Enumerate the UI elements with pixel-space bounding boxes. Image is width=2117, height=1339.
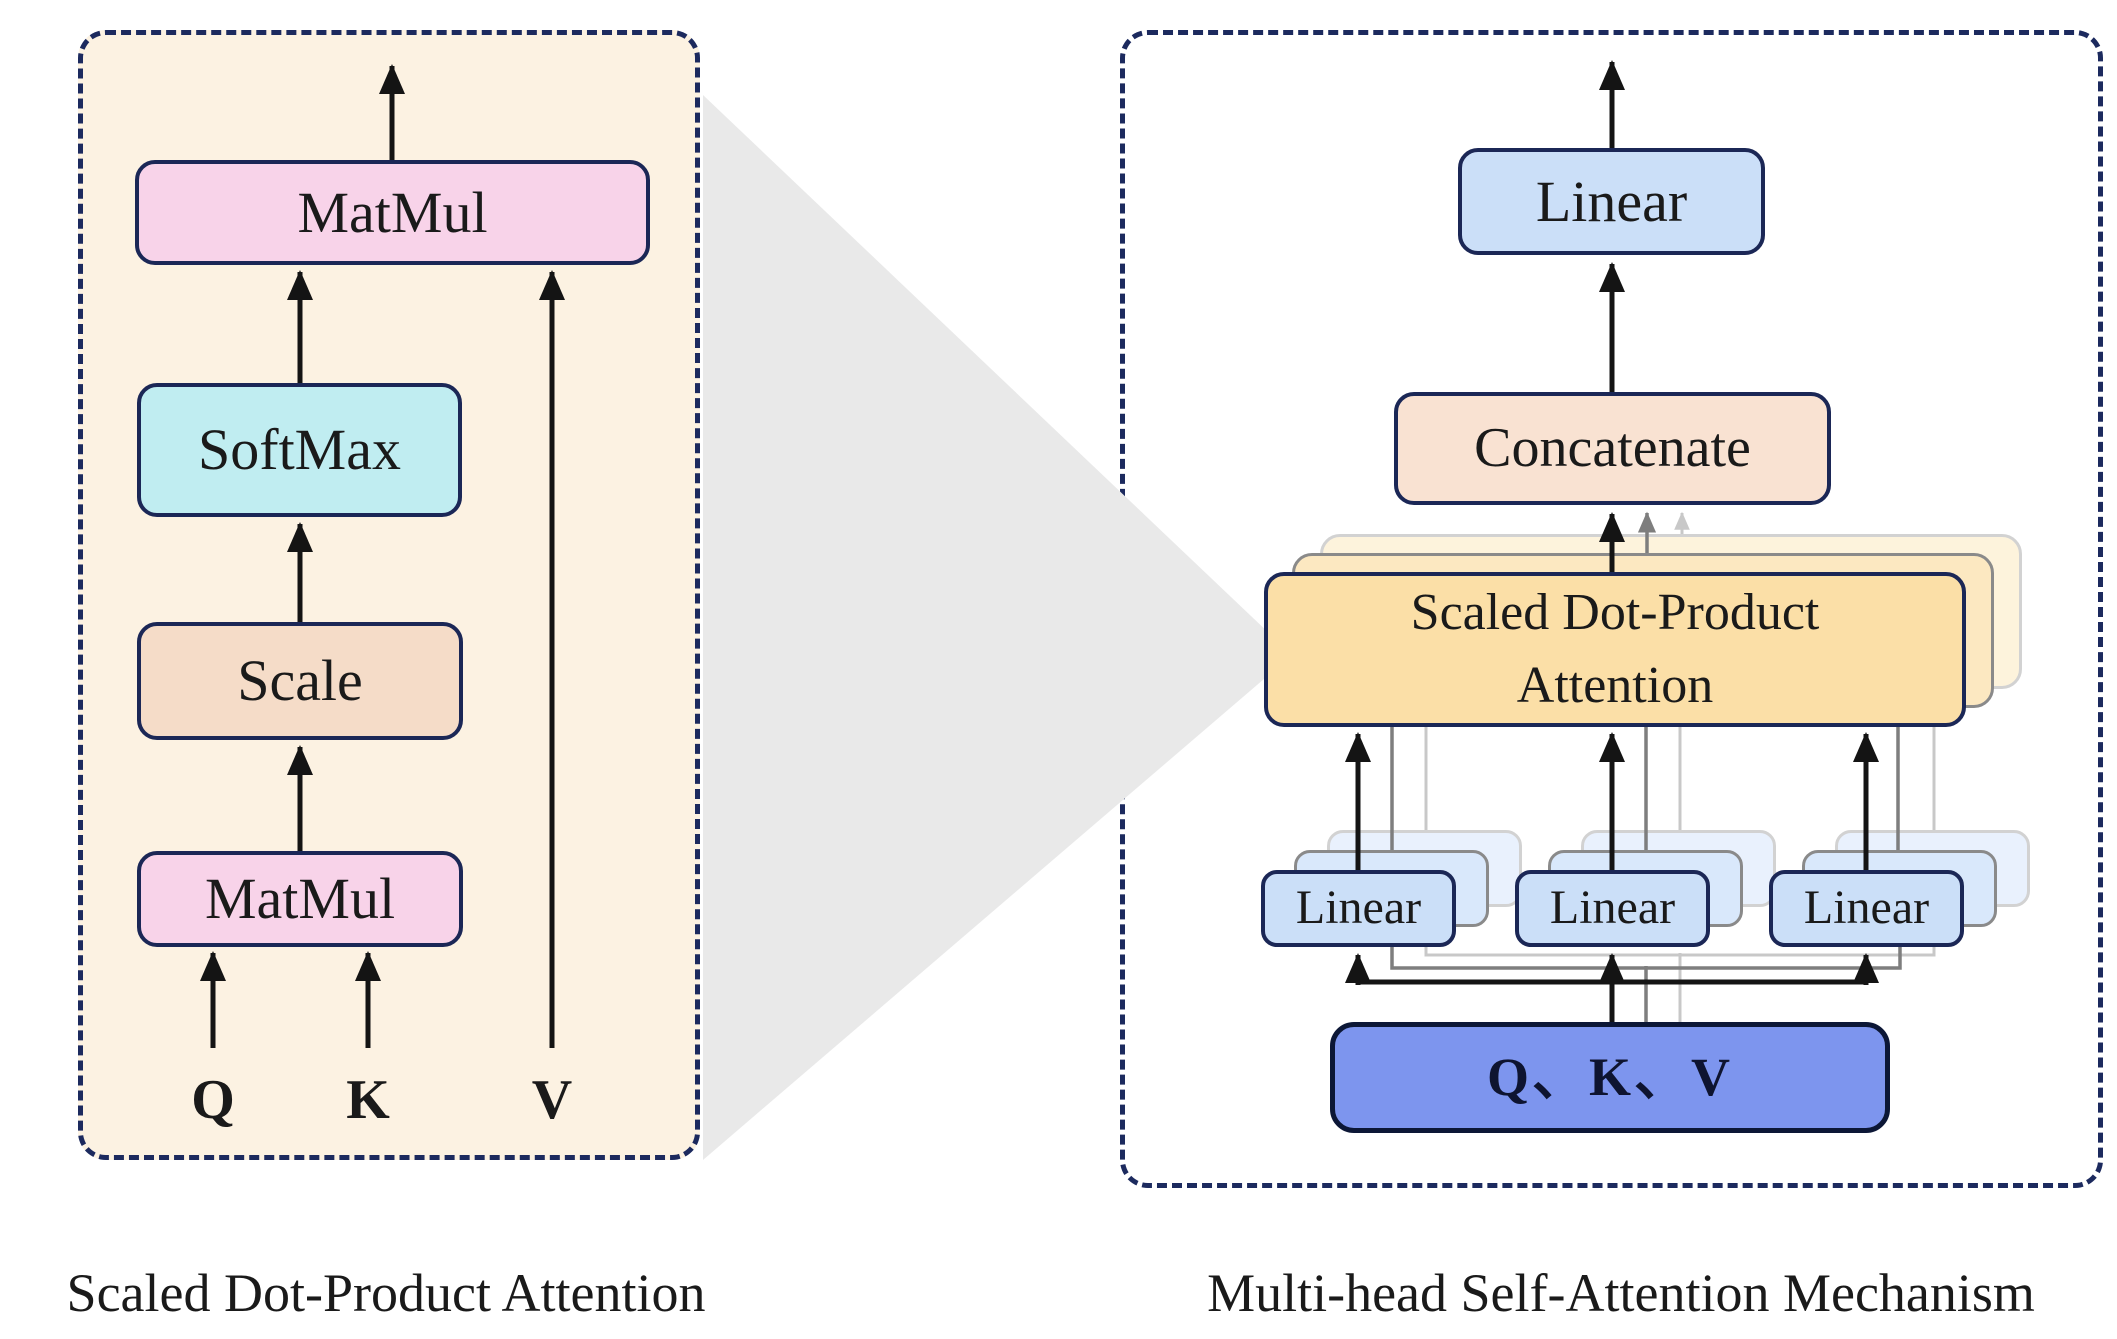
sdpa-box-front: Scaled Dot-Product Attention	[1264, 572, 1966, 727]
middle-head-wires	[1390, 511, 1902, 1022]
linear-output-box: Linear	[1458, 148, 1765, 255]
linear-q-label: Linear	[1295, 881, 1422, 935]
k-input-label: K	[346, 1069, 390, 1131]
left-caption: Scaled Dot-Product Attention	[66, 1263, 706, 1323]
matmul-bottom-label: MatMul	[204, 866, 396, 932]
matmul-top-label: MatMul	[297, 179, 488, 245]
scale-label: Scale	[237, 648, 363, 714]
sdpa-label-line2: Attention	[1516, 656, 1714, 714]
linear-k-box: Linear	[1515, 870, 1710, 947]
right-caption: Multi-head Self-Attention Mechanism	[1207, 1263, 2035, 1323]
matmul-bottom-box: MatMul	[137, 851, 463, 947]
concatenate-label: Concatenate	[1474, 416, 1751, 479]
q-input-label: Q	[191, 1069, 235, 1131]
qkv-label: Q、K、V	[1486, 1046, 1733, 1107]
softmax-box: SoftMax	[137, 383, 462, 517]
linear-v-label: Linear	[1803, 881, 1930, 935]
concatenate-box: Concatenate	[1394, 392, 1831, 505]
front-wires	[1345, 59, 1880, 1022]
softmax-label: SoftMax	[198, 417, 401, 483]
linear-output-label: Linear	[1535, 168, 1688, 234]
linear-q-box: Linear	[1261, 870, 1456, 947]
linear-v-box: Linear	[1769, 870, 1964, 947]
sdpa-label-line1: Scaled Dot-Product	[1410, 583, 1820, 641]
linear-k-label: Linear	[1549, 881, 1676, 935]
matmul-top-box: MatMul	[135, 160, 650, 265]
v-input-label: V	[531, 1069, 573, 1131]
scale-box: Scale	[137, 622, 463, 740]
qkv-input-box: Q、K、V	[1330, 1022, 1890, 1133]
left-panel-arrows	[200, 63, 566, 1048]
